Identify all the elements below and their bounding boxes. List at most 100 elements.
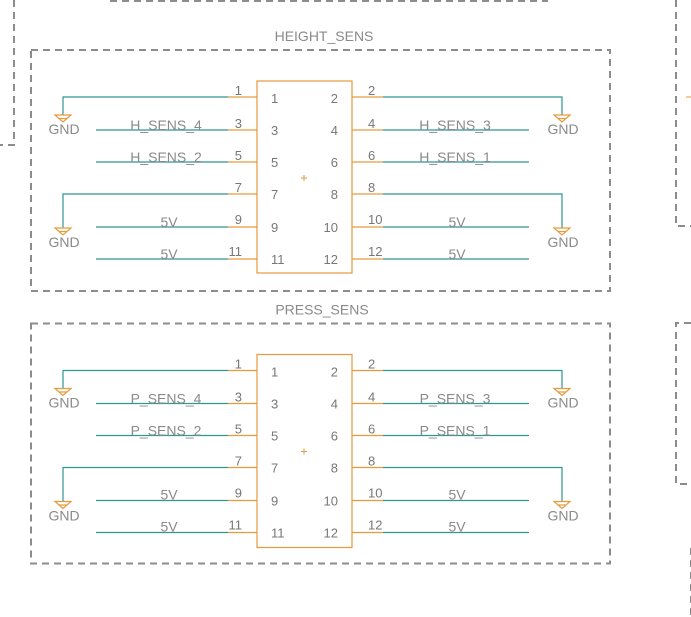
net-label: H_SENS_3 <box>419 117 491 133</box>
net-label: 5V <box>448 214 466 230</box>
wires <box>62 369 563 534</box>
pin-stubs <box>228 369 383 534</box>
neighbor-frame-left <box>0 0 15 146</box>
pin-name: 10 <box>324 220 338 235</box>
net-labels: H_SENS_4 H_SENS_2 5V 5V H_SENS_3 H_SENS_… <box>130 117 491 262</box>
header-block-press-sens[interactable]: PRESS_SENS <box>30 302 611 565</box>
pin-stubs <box>228 96 383 260</box>
block-frame <box>30 49 611 292</box>
ground-icon <box>53 387 73 397</box>
pin-numbers-outer: 1 3 5 7 9 11 2 4 6 8 10 12 <box>229 83 383 259</box>
pin-name: 3 <box>271 397 278 412</box>
pin-number: 3 <box>235 390 242 405</box>
pin-name: 7 <box>271 187 278 202</box>
wires <box>62 96 563 260</box>
pin-numbers-outer: 1 3 5 7 9 11 2 4 6 8 10 12 <box>229 357 383 533</box>
pin-name: 4 <box>331 123 338 138</box>
net-label: H_SENS_1 <box>419 149 491 165</box>
pin-name: 4 <box>331 397 338 412</box>
ground-label: GND <box>547 508 578 524</box>
pin-name: 12 <box>324 252 338 267</box>
pin-name: 5 <box>271 429 278 444</box>
net-label: H_SENS_2 <box>130 149 202 165</box>
ground-label: GND <box>547 395 578 411</box>
pin-number: 8 <box>368 180 375 195</box>
pin-number: 2 <box>368 357 375 372</box>
ground-icon <box>552 500 572 510</box>
pin-name: 11 <box>271 252 285 267</box>
pin-name: 11 <box>271 526 285 541</box>
pin-number: 4 <box>368 116 375 131</box>
net-label: 5V <box>448 519 466 535</box>
ground-icon <box>552 114 572 123</box>
pin-number: 8 <box>368 454 375 469</box>
pin-number: 11 <box>229 518 243 533</box>
pin-number: 6 <box>368 422 375 437</box>
pin-names-inner: 1 3 5 7 9 11 2 4 6 8 10 12 <box>271 91 338 267</box>
pin-name: 7 <box>271 461 278 476</box>
ground-label: GND <box>48 234 79 250</box>
ground-label: GND <box>48 508 79 524</box>
pin-name: 2 <box>331 91 338 106</box>
pin-number: 10 <box>368 486 382 501</box>
block-title: HEIGHT_SENS <box>275 28 374 44</box>
pin-name: 8 <box>331 461 338 476</box>
pin-name: 2 <box>331 365 338 380</box>
pin-names-inner: 1 3 5 7 9 11 2 4 6 8 10 12 <box>271 365 338 541</box>
neighbor-frame-right-mid <box>675 322 691 485</box>
pin-number: 7 <box>235 454 242 469</box>
pin-name: 9 <box>271 494 278 509</box>
pin-number: 1 <box>235 83 242 98</box>
pin-number: 3 <box>235 116 242 131</box>
pin-number: 5 <box>235 422 242 437</box>
ground-icon <box>53 114 73 123</box>
net-label: 5V <box>160 246 178 262</box>
net-label: P_SENS_4 <box>131 391 202 407</box>
ground-label: GND <box>547 234 578 250</box>
pin-name: 3 <box>271 123 278 138</box>
pin-number: 7 <box>235 180 242 195</box>
pin-number: 2 <box>368 83 375 98</box>
pin-number: 11 <box>229 244 243 259</box>
neighbor-frame-right-top <box>675 0 691 227</box>
pin-name: 8 <box>331 187 338 202</box>
origin-marker <box>301 448 307 455</box>
pin-name: 1 <box>271 365 278 380</box>
pin-name: 9 <box>271 220 278 235</box>
pin-name: 6 <box>331 429 338 444</box>
pin-number: 1 <box>235 357 242 372</box>
ground-icon <box>53 227 73 236</box>
pin-number: 10 <box>368 212 382 227</box>
net-label: 5V <box>160 214 178 230</box>
pin-name: 5 <box>271 155 278 170</box>
pin-name: 12 <box>324 526 338 541</box>
ground-icon <box>53 500 73 510</box>
pin-number: 9 <box>235 486 242 501</box>
ground-label: GND <box>547 121 578 137</box>
pin-number: 4 <box>368 390 375 405</box>
pin-number: 9 <box>235 212 242 227</box>
ground-label: GND <box>48 395 79 411</box>
pin-number: 5 <box>235 148 242 163</box>
net-label: H_SENS_4 <box>130 117 202 133</box>
ground-symbols: GND GND GND GND <box>48 387 579 524</box>
ground-icon <box>552 227 572 236</box>
pin-name: 1 <box>271 91 278 106</box>
ground-symbols: GND GND GND GND <box>48 114 579 250</box>
connector[interactable]: 1 3 5 7 9 11 2 4 6 8 10 12 1 3 5 7 9 11 <box>228 80 383 274</box>
net-labels: P_SENS_4 P_SENS_2 5V 5V P_SENS_3 P_SENS_… <box>131 391 491 535</box>
net-label: P_SENS_1 <box>420 423 491 439</box>
origin-marker <box>301 175 307 181</box>
connector[interactable]: 1 3 5 7 9 11 2 4 6 8 10 12 1 3 5 7 9 11 … <box>228 353 383 549</box>
net-label: 5V <box>448 246 466 262</box>
pin-name: 10 <box>324 494 338 509</box>
net-label: P_SENS_2 <box>131 423 202 439</box>
net-label: P_SENS_3 <box>420 391 491 407</box>
ground-icon <box>552 387 572 397</box>
block-frame <box>30 322 611 565</box>
pin-number: 12 <box>368 518 382 533</box>
header-block-height-sens[interactable]: HEIGHT_SENS <box>30 28 611 292</box>
net-label: 5V <box>448 487 466 503</box>
